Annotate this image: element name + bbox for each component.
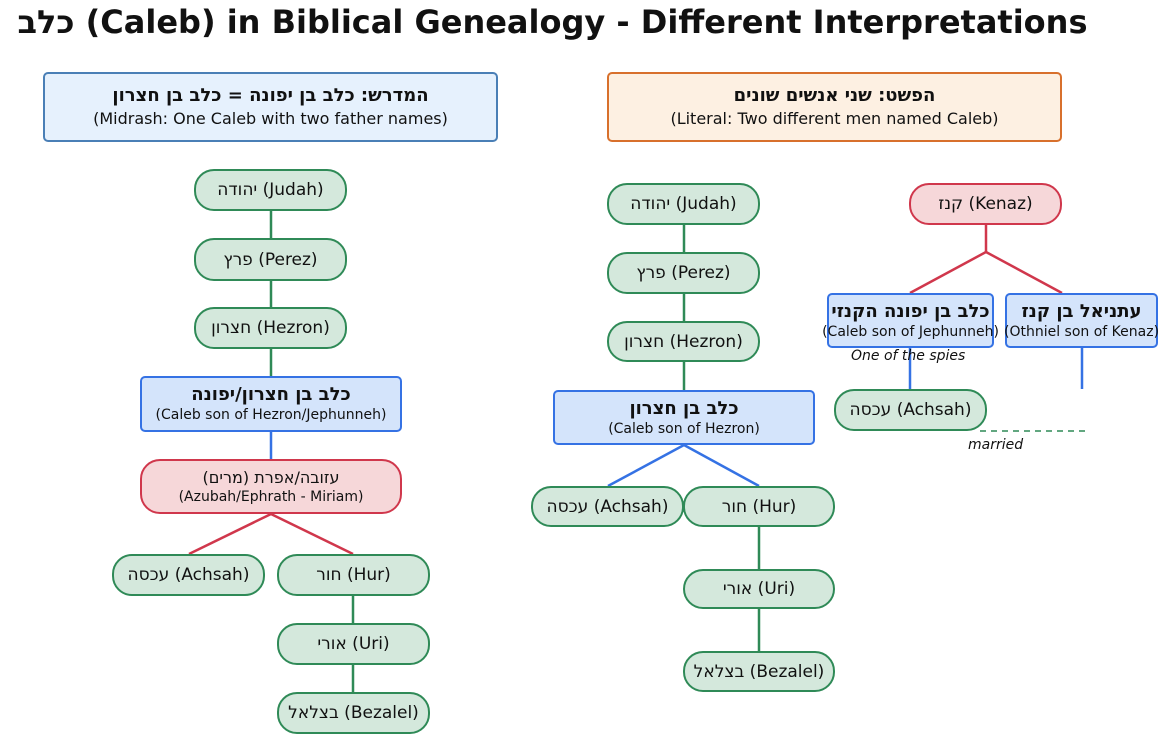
- literal-achsah2-node: עכסה (Achsah): [834, 389, 987, 431]
- midrash-judah-node: יהודה (Judah): [194, 169, 347, 211]
- midrash-caleb-english: (Caleb son of Hezron/Jephunneh): [155, 407, 387, 423]
- spies-note: One of the spies: [851, 348, 966, 364]
- literal-perez-node: פרץ (Perez): [607, 252, 760, 294]
- married-note: married: [968, 437, 1024, 453]
- midrash-hur-node: חור (Hur): [277, 554, 430, 596]
- literal-caleb-jephunneh-node: כלב בן יפונה הקנזי (Caleb son of Jephunn…: [822, 293, 999, 348]
- literal-hur-node: חור (Hur): [683, 486, 835, 527]
- midrash-header-english: (Midrash: One Caleb with two father name…: [93, 109, 448, 128]
- literal-othniel-node: עתניאל בן קנז (Othniel son of Kenaz): [1003, 293, 1160, 348]
- literal-achsah-node: עכסה (Achsah): [531, 486, 684, 527]
- midrash-wife-hebrew: עזובה/אפרת (מרים): [202, 467, 340, 487]
- line-wife-achsah: [188, 512, 272, 556]
- literal-caleb-hezron-node: כלב בן חצרון (Caleb son of Hezron): [553, 390, 815, 445]
- midrash-caleb-hebrew: כלב בן חצרון/יפונה: [191, 384, 351, 405]
- midrash-caleb-node: כלב בן חצרון/יפונה (Caleb son of Hezron/…: [140, 376, 402, 432]
- midrash-wife-english: (Azubah/Ephrath - Miriam): [178, 488, 364, 505]
- literal-header-hebrew: הפשט: שני אנשים שונים: [733, 85, 936, 106]
- midrash-header-hebrew: המדרש: כלב בן יפונה = כלב בן חצרון: [112, 85, 429, 106]
- midrash-hezron-node: חצרון (Hezron): [194, 307, 347, 349]
- line-kenaz-caleb2: [909, 250, 987, 295]
- literal-header-english: (Literal: Two different men named Caleb): [670, 109, 999, 128]
- line-kenaz-othniel: [985, 250, 1063, 295]
- diagram-title: כלב (Caleb) in Biblical Genealogy - Diff…: [17, 3, 1088, 41]
- midrash-uri-node: אורי (Uri): [277, 623, 430, 665]
- line-wife-hur: [270, 512, 354, 556]
- literal-caleb2-hebrew: כלב בן יפונה הקנזי: [831, 300, 990, 322]
- line-caleb-hur-2: [683, 443, 760, 488]
- literal-kenaz-node: קנז (Kenaz): [909, 183, 1062, 225]
- midrash-header: המדרש: כלב בן יפונה = כלב בן חצרון (Midr…: [43, 72, 498, 142]
- literal-othniel-hebrew: עתניאל בן קנז: [1021, 300, 1142, 322]
- literal-header: הפשט: שני אנשים שונים (Literal: Two diff…: [607, 72, 1062, 142]
- literal-caleb-hebrew: כלב בן חצרון: [629, 397, 739, 419]
- literal-bezalel-node: בצלאל (Bezalel): [683, 651, 835, 692]
- literal-uri-node: אורי (Uri): [683, 569, 835, 609]
- midrash-perez-node: פרץ (Perez): [194, 238, 347, 281]
- literal-judah-node: יהודה (Judah): [607, 183, 760, 225]
- literal-othniel-english: (Othniel son of Kenaz): [1003, 323, 1160, 340]
- line-caleb-achsah-2: [607, 443, 685, 488]
- midrash-bezalel-node: בצלאל (Bezalel): [277, 692, 430, 734]
- midrash-achsah-node: עכסה (Achsah): [112, 554, 265, 596]
- midrash-wife-node: עזובה/אפרת (מרים) (Azubah/Ephrath - Miri…: [140, 459, 402, 514]
- literal-caleb-english: (Caleb son of Hezron): [608, 420, 760, 437]
- literal-caleb2-english: (Caleb son of Jephunneh): [822, 323, 999, 340]
- literal-hezron-node: חצרון (Hezron): [607, 321, 760, 362]
